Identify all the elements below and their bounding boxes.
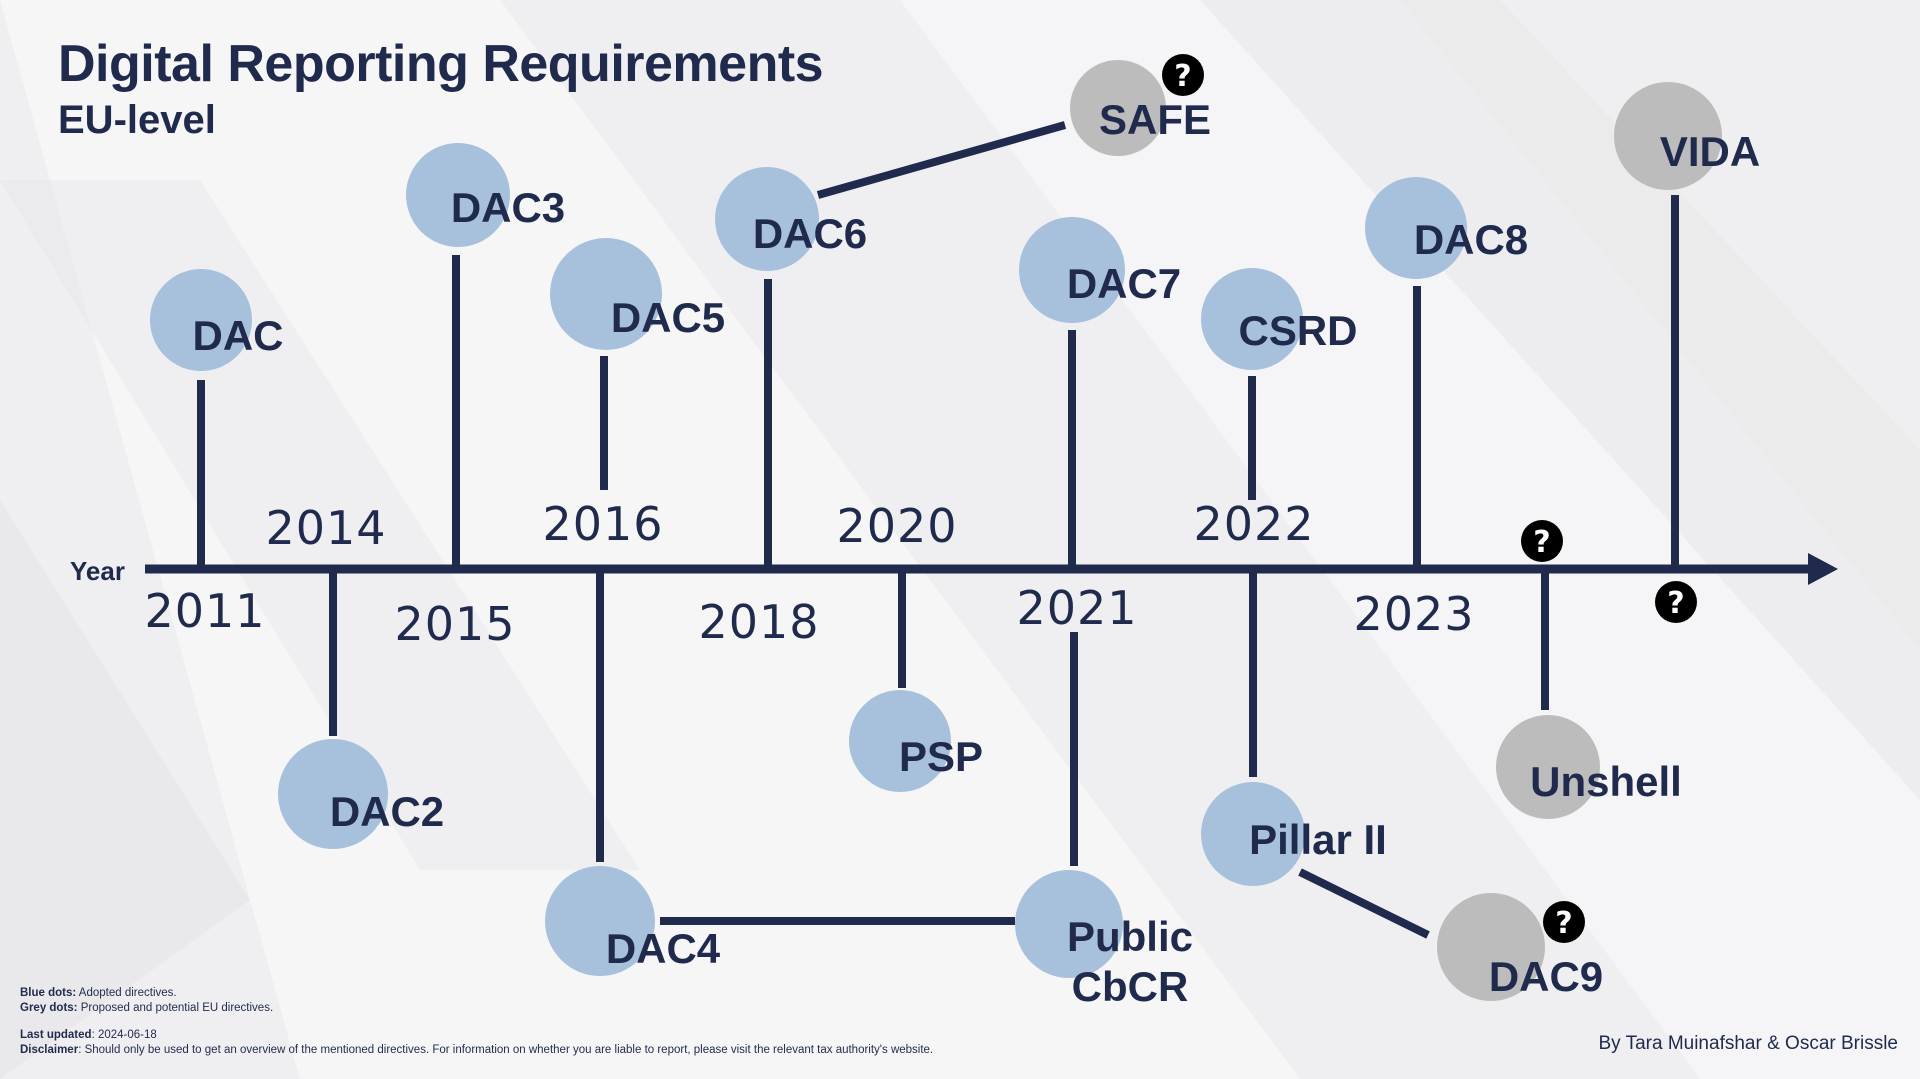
- dac6-node: [715, 167, 819, 271]
- csrd-label: CSRD: [1238, 307, 1357, 354]
- dac9-label: DAC9: [1489, 953, 1603, 1000]
- connector-pillar-ii-dac9: [1298, 868, 1430, 939]
- psp-label: PSP: [899, 733, 983, 780]
- year-label: 2023: [1353, 587, 1474, 641]
- safe-node: [1070, 60, 1166, 156]
- dac-node: [150, 269, 252, 371]
- axis-arrowhead: [1808, 553, 1838, 585]
- dac9-node: [1437, 893, 1545, 1001]
- legend: Blue dots: Adopted directives. Grey dots…: [20, 986, 273, 1016]
- dac3-label: DAC3: [451, 184, 565, 231]
- dac5-label: DAC5: [611, 294, 725, 341]
- question-icon: [1655, 581, 1697, 623]
- page-title: Digital Reporting Requirements: [58, 35, 824, 93]
- dac-label: DAC: [193, 312, 284, 359]
- legend-grey: Grey dots: Proposed and potential EU dir…: [20, 1002, 274, 1014]
- year-label: 2022: [1193, 497, 1314, 551]
- dac8-node: [1365, 177, 1467, 279]
- legend-blue: Blue dots: Adopted directives.: [20, 987, 177, 999]
- public-cbcr-node: [1015, 870, 1123, 978]
- dac3-node: [406, 143, 510, 247]
- dac5-node: [550, 238, 662, 350]
- year-label: 2014: [265, 501, 386, 555]
- year-label: 2021: [1016, 581, 1137, 635]
- year-label: 2015: [394, 597, 515, 651]
- safe-label: SAFE: [1099, 96, 1211, 143]
- dac6-label: DAC6: [753, 210, 867, 257]
- dac4-node: [545, 866, 655, 976]
- question-icon: [1543, 901, 1585, 943]
- pillar-ii-label: Pillar II: [1249, 816, 1387, 863]
- question-icon: [1162, 54, 1204, 96]
- dac7-node: [1019, 217, 1125, 323]
- csrd-node: [1201, 268, 1303, 370]
- unshell-node: [1496, 715, 1600, 819]
- year-label: 2016: [542, 497, 663, 551]
- disclaimer: Disclaimer: Should only be used to get a…: [20, 1044, 934, 1056]
- dac7-label: DAC7: [1067, 260, 1181, 307]
- dac2-node: [278, 739, 388, 849]
- dac4-label: DAC4: [606, 925, 721, 972]
- vida-node: [1614, 82, 1722, 190]
- vida-label: VIDA: [1660, 128, 1760, 175]
- question-icon-glyph: ?: [1533, 525, 1550, 560]
- dac8-label: DAC8: [1414, 216, 1528, 263]
- footer-notes: Last updated: 2024-06-18 Disclaimer: Sho…: [20, 1028, 933, 1058]
- dac2-label: DAC2: [330, 788, 444, 835]
- axis-label: Year: [70, 556, 125, 586]
- question-icon-glyph: ?: [1555, 906, 1572, 941]
- question-icon-glyph: ?: [1667, 586, 1684, 621]
- question-icon: [1521, 520, 1563, 562]
- year-label: 2011: [144, 584, 265, 638]
- unshell-label: Unshell: [1530, 758, 1682, 805]
- page-subtitle: EU-level: [58, 98, 216, 142]
- question-icon-glyph: ?: [1174, 59, 1191, 94]
- year-label: 2020: [836, 499, 957, 553]
- pillar-ii-node: [1201, 782, 1305, 886]
- psp-node: [849, 690, 951, 792]
- year-label: 2018: [698, 595, 819, 649]
- last-updated: Last updated: 2024-06-18: [20, 1029, 157, 1041]
- connector-dac6-safe: [816, 121, 1067, 199]
- credit: By Tara Muinafshar & Oscar Brissle: [1598, 1033, 1898, 1054]
